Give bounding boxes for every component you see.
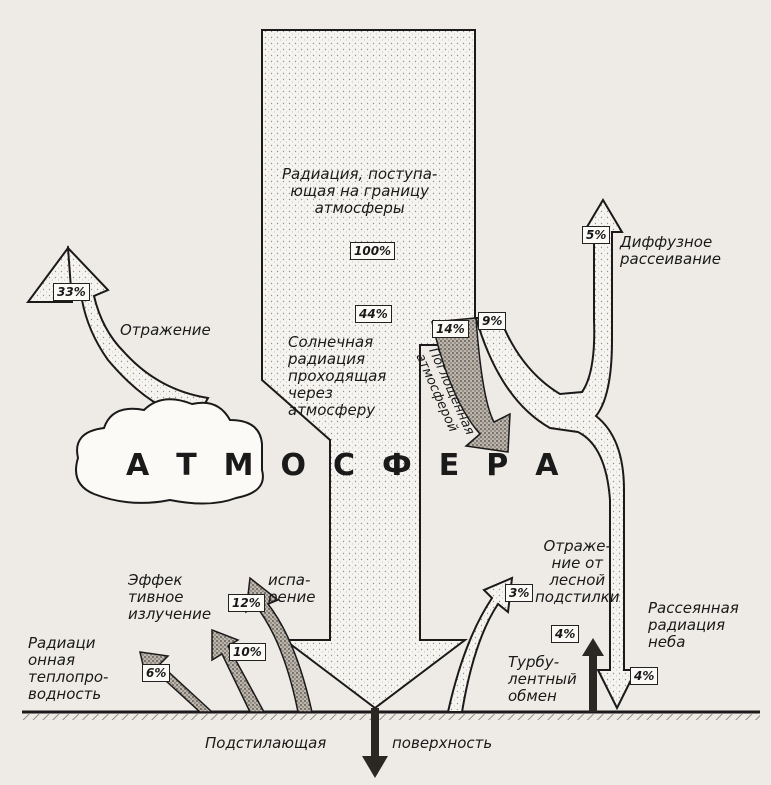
surface-label-2: поверхность [392, 735, 492, 752]
turbulent-percent: 4% [551, 625, 579, 643]
atmosphere-label: АТМОСФЕРА [126, 448, 586, 483]
transmitted-label: Солнечная радиация проходящая через атмо… [288, 334, 386, 419]
surface-hatch [22, 714, 760, 720]
conduction-percent: 6% [142, 664, 170, 682]
conduction-label: Радиаци онная теплопро- водность [28, 635, 108, 703]
effective-percent: 10% [229, 643, 266, 661]
evaporation-percent: 12% [228, 594, 265, 612]
transmitted-percent: 44% [355, 305, 392, 323]
reflection-percent: 33% [53, 283, 90, 301]
conduction-arrow [140, 652, 212, 712]
effective-radiation-label: Эффек тивное излучение [128, 572, 211, 623]
diffuse-label: Диффузное рассеивание [620, 234, 721, 268]
incoming-label: Радиация, поступа- ющая на границу атмос… [282, 166, 437, 217]
surface-label: Подстилающая [205, 735, 326, 752]
diffuse-percent: 5% [582, 226, 610, 244]
turbulent-label: Турбу- лентный обмен [508, 654, 577, 705]
incoming-percent: 100% [350, 242, 395, 260]
scattered-sky-label: Рассеянная радиация неба [648, 600, 739, 651]
scattered-percent: 9% [478, 312, 506, 330]
evaporation-label: испа- рение [268, 572, 316, 606]
absorbed-percent: 14% [432, 320, 469, 338]
forest-percent: 3% [505, 584, 533, 602]
sky-percent: 4% [630, 667, 658, 685]
reflection-label: Отражение [120, 322, 211, 339]
forest-reflection-label: Отраже- ние от лесной подстилки [535, 538, 620, 606]
